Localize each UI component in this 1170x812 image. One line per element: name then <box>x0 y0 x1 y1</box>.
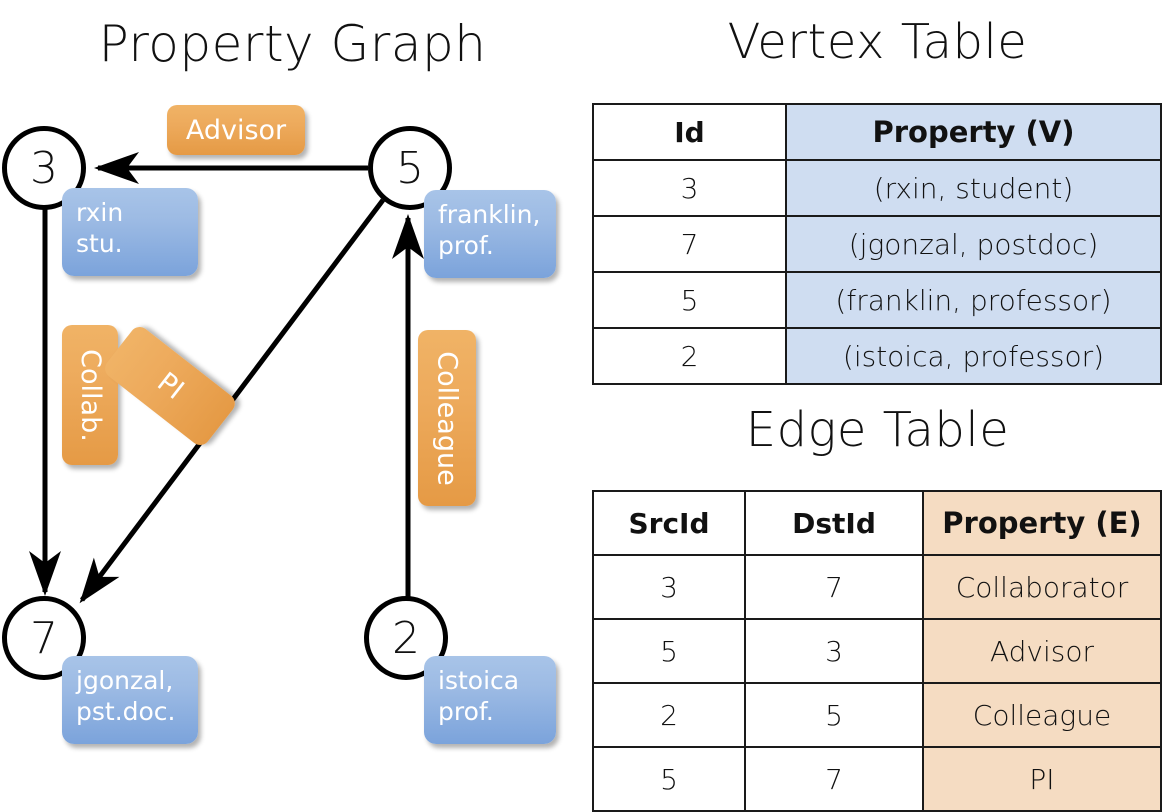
graph-node-2[interactable]: 2 <box>364 596 448 680</box>
node-property-box-5-line1: franklin, <box>438 200 541 229</box>
edge-cell-srcid: 5 <box>592 618 746 684</box>
vertex-cell-property: (istoica, professor) <box>785 327 1162 385</box>
table-row[interactable]: 3 (rxin, student) <box>592 159 1162 217</box>
edge-label-advisor: Advisor <box>167 105 305 155</box>
node-property-box-7-line2: pst.doc. <box>76 697 176 726</box>
edge-table: SrcId DstId Property (E) 3 7 Collaborato… <box>592 490 1162 812</box>
table-row[interactable]: 2 (istoica, professor) <box>592 327 1162 385</box>
vertex-table: Id Property (V) 3 (rxin, student) 7 (jgo… <box>592 103 1162 385</box>
graph-node-7-label: 7 <box>30 612 58 664</box>
vertex-cell-property: (jgonzal, postdoc) <box>785 215 1162 273</box>
graph-node-2-label: 2 <box>392 612 420 664</box>
table-row[interactable]: 5 3 Advisor <box>592 618 1162 684</box>
table-row[interactable]: 2 5 Colleague <box>592 682 1162 748</box>
edge-label-colleague: Colleague <box>418 330 476 506</box>
edge-cell-property: Colleague <box>922 682 1162 748</box>
table-row[interactable]: 5 7 PI <box>592 746 1162 812</box>
vertex-table-header-row: Id Property (V) <box>592 103 1162 161</box>
table-row[interactable]: 7 (jgonzal, postdoc) <box>592 215 1162 273</box>
node-property-box-3-line2: stu. <box>76 229 123 258</box>
vertex-table-header-property: Property (V) <box>785 103 1162 161</box>
edge-cell-dstid: 7 <box>744 746 924 812</box>
node-property-box-3-line1: rxin <box>76 198 124 227</box>
vertex-cell-id: 5 <box>592 271 787 329</box>
node-property-box-2: istoica prof. <box>424 656 556 744</box>
edge-label-advisor-text: Advisor <box>185 114 287 146</box>
edge-cell-srcid: 5 <box>592 746 746 812</box>
vertex-cell-id: 2 <box>592 327 787 385</box>
node-property-box-2-line2: prof. <box>438 697 494 726</box>
node-property-box-5-line2: prof. <box>438 231 494 260</box>
edge-table-header-property: Property (E) <box>922 490 1162 556</box>
node-property-box-5: franklin, prof. <box>424 190 556 278</box>
edge-cell-dstid: 3 <box>744 618 924 684</box>
node-property-box-7-line1: jgonzal, <box>76 666 174 695</box>
edge-table-header-dstid: DstId <box>744 490 924 556</box>
node-property-box-3: rxin stu. <box>62 188 198 276</box>
edge-cell-property: Collaborator <box>922 554 1162 620</box>
vertex-cell-property: (franklin, professor) <box>785 271 1162 329</box>
edge-label-colleague-text: Colleague <box>431 350 463 486</box>
graph-node-3-label: 3 <box>30 142 58 194</box>
page-title-vertex-table: Vertex Table <box>727 14 1028 70</box>
graph-node-5-label: 5 <box>396 142 424 194</box>
node-property-box-7: jgonzal, pst.doc. <box>62 656 198 744</box>
vertex-cell-id: 3 <box>592 159 787 217</box>
graph-node-5[interactable]: 5 <box>368 126 452 210</box>
edge-table-header-row: SrcId DstId Property (E) <box>592 490 1162 556</box>
edge-cell-srcid: 2 <box>592 682 746 748</box>
edge-label-collab-text: Collab. <box>74 348 106 442</box>
page-title-edge-table: Edge Table <box>745 402 1010 458</box>
edge-cell-srcid: 3 <box>592 554 746 620</box>
table-row[interactable]: 5 (franklin, professor) <box>592 271 1162 329</box>
property-graph-diagram: 3 5 7 2 rxin stu. franklin, prof. jgonza… <box>0 0 585 760</box>
edge-label-pi-text: PI <box>150 366 190 406</box>
edge-label-collab: Collab. <box>62 325 118 465</box>
node-property-box-2-line1: istoica <box>438 666 520 695</box>
table-row[interactable]: 3 7 Collaborator <box>592 554 1162 620</box>
edge-cell-dstid: 5 <box>744 682 924 748</box>
page-title-property-graph: Property Graph <box>98 15 487 73</box>
vertex-table-header-id: Id <box>592 103 787 161</box>
edge-cell-property: PI <box>922 746 1162 812</box>
edge-cell-dstid: 7 <box>744 554 924 620</box>
edge-table-header-srcid: SrcId <box>592 490 746 556</box>
edge-cell-property: Advisor <box>922 618 1162 684</box>
vertex-cell-property: (rxin, student) <box>785 159 1162 217</box>
vertex-cell-id: 7 <box>592 215 787 273</box>
